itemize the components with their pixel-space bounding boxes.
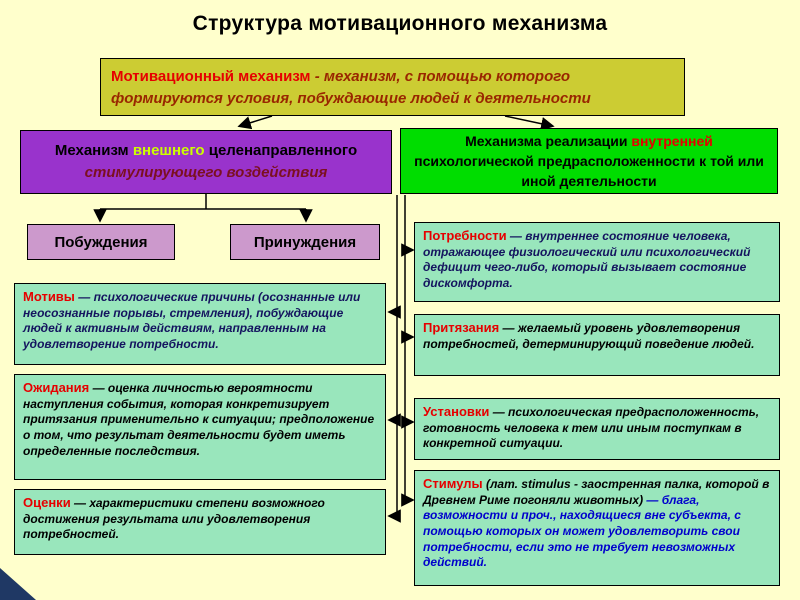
internal-highlight: внутренней: [631, 132, 713, 149]
external-post: целенаправленного: [204, 141, 358, 159]
definition-text: - механизм, с помощью которого формируют…: [111, 68, 591, 107]
impulse-box: Побуждения: [27, 224, 175, 260]
stimuli-box: Стимулы (лат. stimulus - заостренная пал…: [414, 470, 780, 586]
attitudes-term: Установки: [423, 404, 490, 419]
definition-box: Мотивационный механизм - механизм, с пом…: [100, 58, 685, 116]
attitudes-text: — психологическая предрасположенность, г…: [423, 405, 760, 451]
slide-title: Структура мотивационного механизма: [192, 12, 608, 35]
external-pre: Механизм: [54, 141, 133, 159]
external-mechanism-box: Механизм внешнего целенаправленного стим…: [20, 130, 392, 194]
evaluations-term: Оценки: [23, 495, 71, 510]
internal-mechanism-box: Механизма реализации внутренней психолог…: [400, 128, 778, 194]
external-mechanism-line1: Механизм внешнего целенаправленного: [55, 140, 357, 163]
needs-text: — внутреннее состояние человека, отражаю…: [423, 229, 751, 291]
evaluations-text: — характеристики степени возможного дост…: [23, 496, 325, 542]
external-highlight: внешнего: [132, 141, 205, 159]
motives-text: — психологические причины (осознанные ил…: [23, 290, 361, 352]
coercion-box: Принуждения: [230, 224, 380, 260]
expectations-term: Ожидания: [23, 380, 90, 395]
aspirations-text: — желаемый уровень удовлетворения потреб…: [423, 321, 755, 351]
expectations-text: — оценка личностью вероятности наступлен…: [23, 381, 375, 458]
definition-term: Мотивационный механизм: [111, 68, 311, 85]
motives-box: Мотивы — психологические причины (осозна…: [14, 283, 386, 365]
attitudes-box: Установки — психологическая предрасполож…: [414, 398, 780, 460]
internal-mechanism-text: Механизма реализации внутренней психолог…: [407, 131, 771, 192]
stimuli-term: Стимулы: [423, 476, 483, 491]
stimuli-text: — блага, возможности и проч., находящиес…: [423, 492, 741, 570]
motives-term: Мотивы: [23, 289, 75, 304]
aspirations-term: Притязания: [423, 320, 500, 335]
evaluations-box: Оценки — характеристики степени возможно…: [14, 489, 386, 555]
external-mechanism-line2: стимулирующего воздействия: [84, 164, 328, 181]
stimuli-note: (лат. stimulus - заостренная палка, кото…: [423, 477, 770, 507]
corner-decoration: [0, 568, 36, 600]
internal-post: психологической предрасположенности к то…: [414, 152, 764, 190]
aspirations-box: Притязания — желаемый уровень удовлетвор…: [414, 314, 780, 376]
expectations-box: Ожидания — оценка личностью вероятности …: [14, 374, 386, 480]
internal-pre: Механизма реализации: [465, 132, 632, 149]
needs-box: Потребности — внутреннее состояние челов…: [414, 222, 780, 302]
needs-term: Потребности: [423, 228, 507, 243]
